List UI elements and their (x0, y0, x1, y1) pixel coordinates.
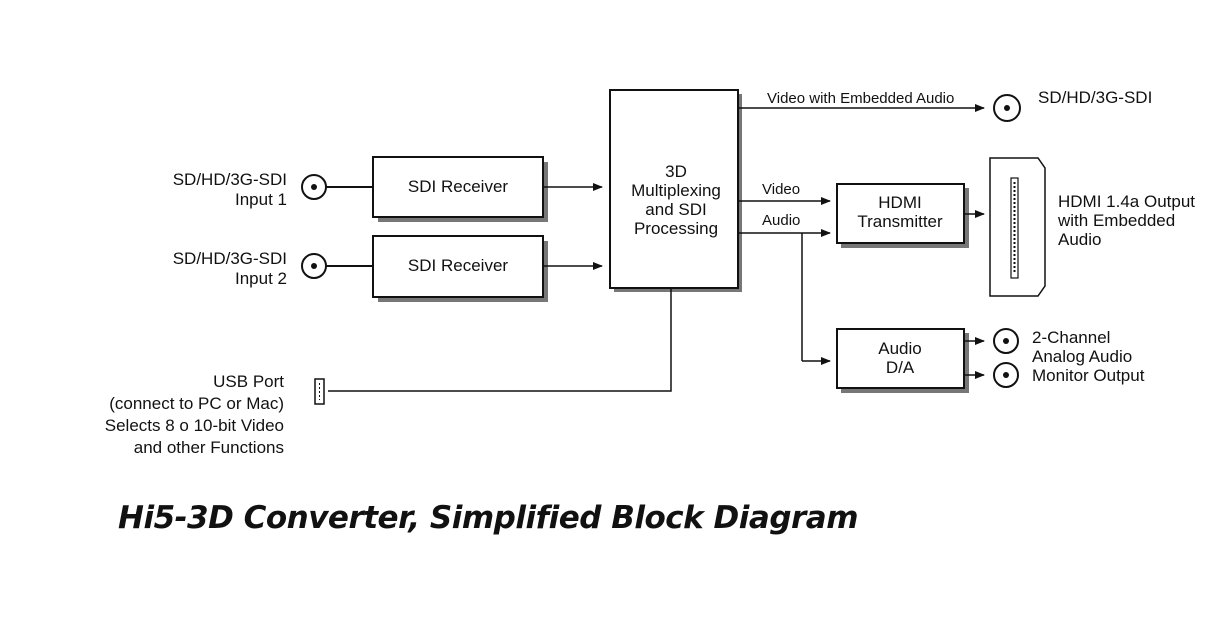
hdmi-transmitter-block: HDMI Transmitter (836, 183, 969, 248)
audio-da-block: Audio D/A (836, 328, 969, 393)
hdmi-transmitter-label-line1: HDMI (878, 193, 921, 212)
sdi-output-connector-icon (993, 94, 1021, 122)
hdmi-connector-icon (989, 157, 1046, 297)
processing-label-line4: Processing (634, 219, 718, 238)
processing-block: 3D Multiplexing and SDI Processing (609, 89, 742, 292)
sdi-receiver-2-block: SDI Receiver (372, 235, 548, 302)
usb-line (328, 288, 672, 392)
usb-label-line1: USB Port (213, 372, 284, 391)
diagram-caption: Hi5-3D Converter, Simplified Block Diagr… (118, 500, 859, 536)
analog-out-1-connector-icon (993, 328, 1019, 354)
hdmi-output-label-line1: HDMI 1.4a Output (1058, 192, 1195, 211)
sdi-receiver-1-label: SDI Receiver (408, 177, 508, 196)
video-embedded-audio-label: Video with Embedded Audio (767, 90, 954, 107)
sdi-receiver-1-block: SDI Receiver (372, 156, 548, 222)
analog-output-label-line3: Monitor Output (1032, 366, 1145, 385)
input2-connector-icon (301, 253, 327, 279)
processing-label-line2: Multiplexing (631, 181, 721, 200)
usb-label-line3: Selects 8 o 10-bit Video (105, 416, 284, 435)
input1-connector-icon (301, 174, 327, 200)
sdi-receiver-2-label: SDI Receiver (408, 256, 508, 275)
usb-label-line2: (connect to PC or Mac) (109, 394, 284, 413)
sdi-output-label: SD/HD/3G-SDI (1038, 88, 1152, 107)
hdmi-transmitter-label-line2: Transmitter (857, 212, 943, 231)
usb-port-icon (314, 378, 325, 405)
processing-label-line3: and SDI (645, 200, 706, 219)
processing-label-line1: 3D (665, 162, 687, 181)
hdmi-output-label-line2: with Embedded (1057, 211, 1175, 230)
video-label: Video (762, 181, 800, 198)
input1-label-line1: SD/HD/3G-SDI (173, 170, 287, 189)
audio-da-label-line1: Audio (878, 339, 921, 358)
analog-output-label-line1: 2-Channel (1032, 328, 1110, 347)
analog-output-label-line2: Analog Audio (1032, 347, 1132, 366)
hdmi-output-label-line3: Audio (1058, 230, 1101, 249)
audio-label: Audio (762, 212, 800, 229)
input2-label-line1: SD/HD/3G-SDI (173, 249, 287, 268)
input2-label-line2: Input 2 (235, 269, 287, 288)
usb-label-line4: and other Functions (134, 438, 284, 457)
analog-out-2-connector-icon (993, 362, 1019, 388)
input1-label-line2: Input 1 (235, 190, 287, 209)
audio-da-label-line2: D/A (886, 358, 915, 377)
